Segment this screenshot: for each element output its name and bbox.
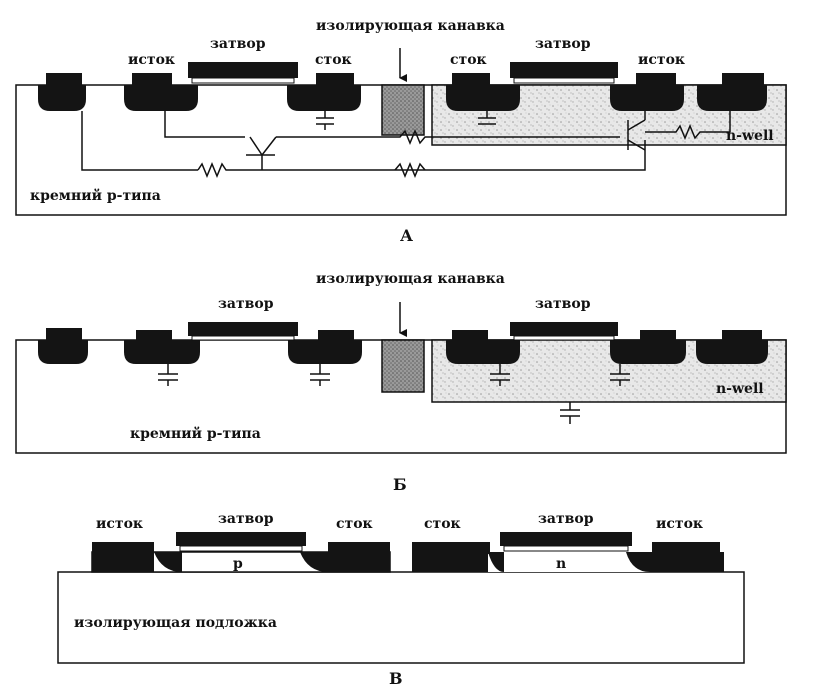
source-c-left-edge — [154, 552, 182, 572]
contact-a-6 — [722, 73, 764, 85]
bjt-a-emitter — [261, 136, 277, 156]
source-well-a-right — [610, 85, 684, 111]
contact-c-4 — [652, 542, 720, 554]
gate-oxide-a-right — [513, 77, 615, 84]
contact-a-1 — [46, 73, 82, 85]
gate-oxide-c-right — [503, 545, 629, 552]
label-drain-a-right: сток — [450, 52, 487, 68]
contact-c-1 — [92, 542, 154, 554]
caption-a: А — [400, 226, 413, 245]
cap-b-1 — [158, 364, 178, 386]
bjt-a2-e — [627, 139, 646, 151]
gate-a-left — [188, 62, 298, 78]
gate-b-left — [188, 322, 298, 336]
label-nwell-a: n-well — [726, 128, 774, 144]
contact-b-6 — [722, 330, 762, 340]
source-c-left-region — [92, 552, 154, 572]
wire-a-1 — [164, 111, 245, 138]
resistor-a-1 — [197, 140, 646, 178]
contact-c-3 — [412, 542, 490, 554]
label-gate-c-left: затвор — [218, 511, 274, 527]
label-gate-b-left: затвор — [218, 296, 274, 312]
resistor-a-3 — [645, 111, 731, 140]
gate-oxide-b-right — [513, 335, 615, 341]
well-b-4 — [446, 340, 520, 364]
label-gate-a-right: затвор — [535, 36, 591, 52]
label-substrate-a: кремний р-типа — [30, 187, 161, 204]
bjt-a-collector — [249, 136, 263, 156]
label-source-a-right: исток — [638, 52, 685, 68]
well-b-5 — [610, 340, 686, 364]
well-b-3 — [288, 340, 362, 364]
panel-a: исток затвор сток изолирующая канавка ст… — [15, 18, 787, 245]
insulating-substrate-c — [57, 571, 745, 664]
contact-b-5 — [640, 330, 676, 340]
gate-c-left — [176, 532, 306, 546]
contact-a-3 — [316, 73, 354, 85]
drain-well-a-right — [446, 85, 520, 111]
label-source-c-left: исток — [96, 516, 143, 532]
label-gate-b-right: затвор — [535, 296, 591, 312]
contact-b-1 — [46, 328, 82, 340]
gate-oxide-c-left — [179, 545, 303, 552]
cap-b-5 — [560, 402, 580, 424]
cap-b-3 — [490, 364, 510, 386]
label-source-c-right: исток — [656, 516, 703, 532]
label-body-c-left: p — [233, 556, 243, 572]
isolation-trench-a — [381, 84, 425, 136]
drain-c-right-region — [412, 552, 488, 572]
bjt-a2-c — [627, 119, 646, 131]
label-gate-c-right: затвор — [538, 511, 594, 527]
contact-a-5 — [636, 73, 676, 85]
well-b-1 — [38, 340, 88, 364]
wire-a-2 — [81, 111, 198, 171]
contact-a-4 — [452, 73, 490, 85]
label-substrate-c: изолирующая подложка — [74, 615, 277, 631]
isolation-trench-b — [381, 339, 425, 393]
label-body-c-right: n — [556, 556, 566, 572]
caption-b: Б — [393, 475, 407, 494]
cap-b-2 — [310, 364, 330, 386]
gate-oxide-a-left — [191, 77, 295, 84]
drain-c-right-edge — [488, 552, 504, 572]
body-contact-well-a — [38, 85, 86, 111]
gate-c-right — [500, 532, 632, 546]
cap-b-4 — [610, 364, 630, 386]
label-trench-b: изолирующая канавка — [316, 271, 505, 287]
drain-well-a-left — [287, 85, 361, 111]
label-trench-a: изолирующая канавка — [316, 18, 505, 34]
label-drain-a-left: сток — [315, 52, 352, 68]
contact-a-2 — [132, 73, 172, 85]
contact-b-3 — [318, 330, 354, 340]
well-b-2 — [124, 340, 200, 364]
contact-b-4 — [452, 330, 488, 340]
body-contact-well-a-right — [697, 85, 767, 111]
caption-c: В — [389, 669, 403, 688]
contact-c-2 — [328, 542, 390, 554]
wire-a-3 — [276, 129, 620, 145]
gate-b-right — [510, 322, 618, 336]
drain-c-left-region — [300, 552, 390, 572]
resistor-a-2 — [394, 162, 426, 178]
gate-a-right — [510, 62, 618, 78]
label-drain-c-right: сток — [424, 516, 461, 532]
source-c-right-region — [626, 552, 724, 572]
well-b-6 — [696, 340, 768, 364]
label-source-a-left: исток — [128, 52, 175, 68]
label-gate-a-left: затвор — [210, 36, 266, 52]
panel-b: изолирующая канавка затвор затвор n-well… — [15, 271, 787, 494]
gate-oxide-b-left — [191, 335, 295, 341]
label-drain-c-left: сток — [336, 516, 373, 532]
label-nwell-b: n-well — [716, 381, 764, 397]
contact-b-2 — [136, 330, 172, 340]
source-well-a-left — [124, 85, 198, 111]
label-substrate-b: кремний р-типа — [130, 425, 261, 442]
panel-c: исток затвор сток p сток затвор исток n … — [57, 511, 745, 688]
